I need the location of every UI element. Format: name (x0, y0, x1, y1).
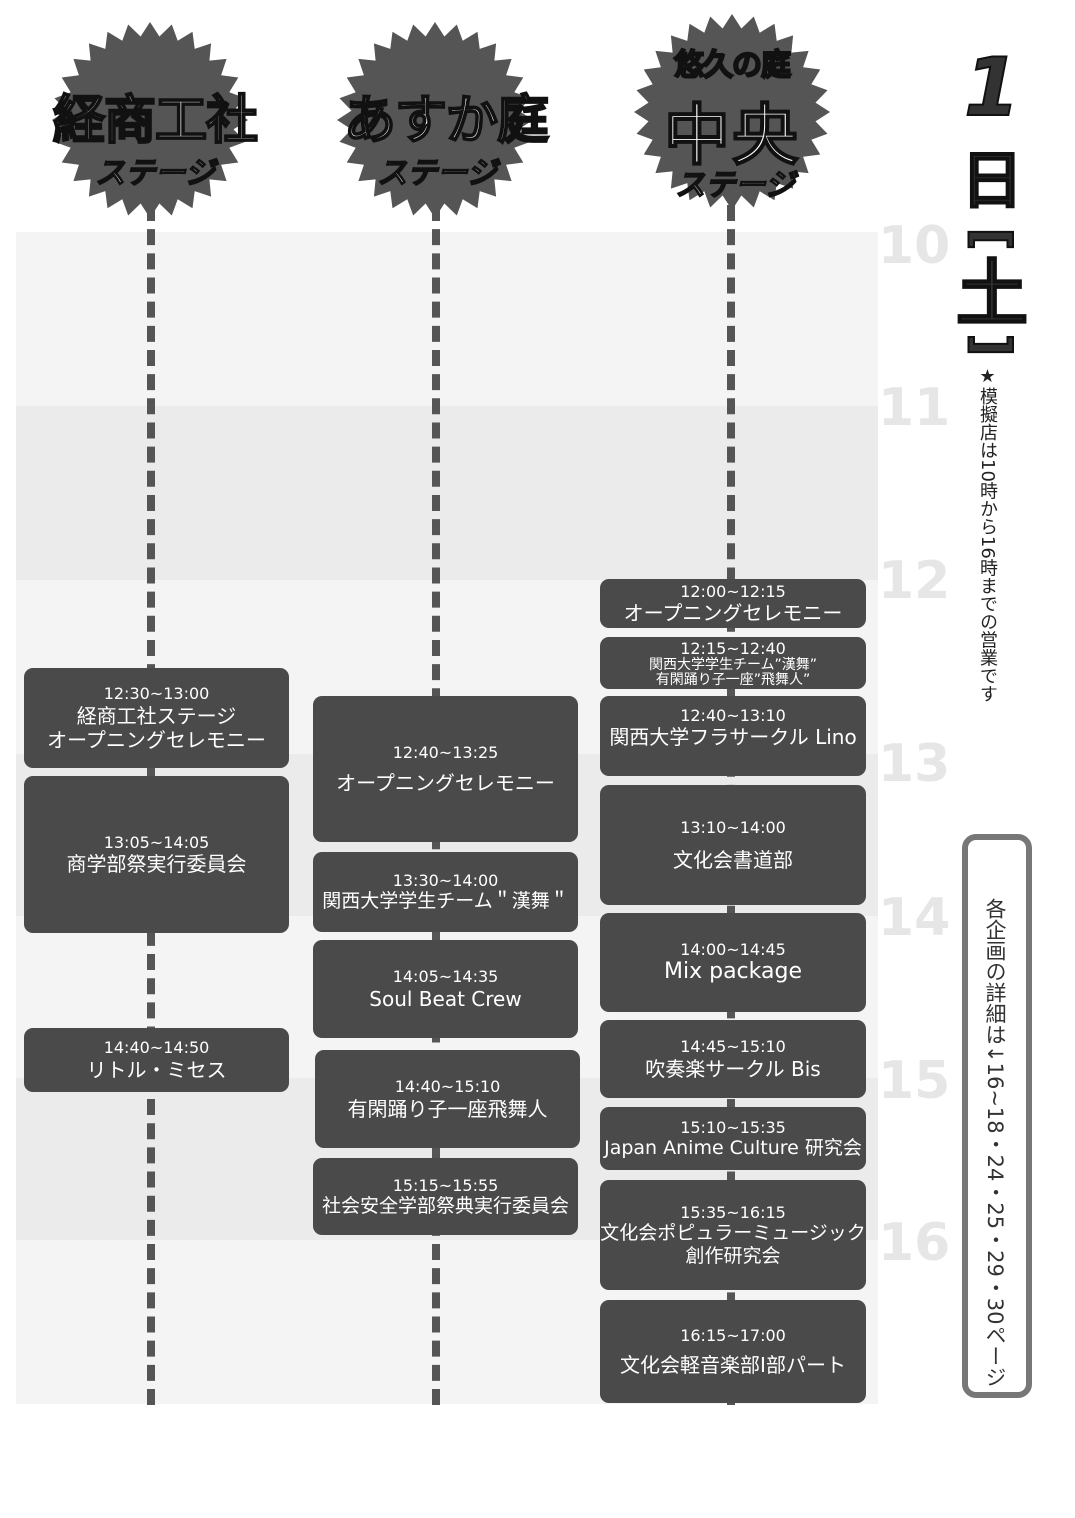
event-time: 14:45~15:10 (680, 1037, 786, 1057)
event-time: 13:05~14:05 (103, 832, 210, 852)
band-11 (16, 406, 878, 580)
event-time: 14:40~14:50 (103, 1038, 210, 1058)
event-name: 関西大学フラサークル Lino (609, 725, 857, 750)
event-keisho-opening: 12:30~13:00 経商工社ステージ オープニングセレモニー (24, 668, 289, 768)
hour-label-16: 16 (878, 1213, 951, 1273)
event-central-shodo: 13:10~14:00 文化会書道部 (600, 785, 866, 905)
event-time: 13:10~14:00 (680, 818, 786, 838)
event-time: 15:35~16:15 (680, 1202, 786, 1222)
hour-label-13: 13 (878, 734, 951, 794)
event-name: Japan Anime Culture 研究会 (604, 1136, 862, 1159)
event-time: 15:10~15:35 (680, 1117, 786, 1137)
event-time: 12:40~13:25 (392, 743, 499, 763)
info-box (962, 834, 1032, 1398)
stage-burst-central (634, 14, 830, 210)
day-kanji: 日 (960, 144, 1024, 217)
shop-hours-notice: ★模擬店は10時から16時までの営業です (977, 366, 998, 703)
event-time: 16:15~17:00 (680, 1325, 786, 1345)
event-keisho-little-misses: 14:40~14:50 リトル・ミセス (24, 1028, 289, 1092)
stage-subtitle-keisho: ステージ (95, 155, 216, 192)
event-asuka-tobumaijin: 14:40~15:10 有閑踊り子一座飛舞人 (315, 1050, 580, 1148)
event-name: 有閑踊り子一座飛舞人 (347, 1096, 548, 1121)
event-time: 14:05~14:35 (392, 967, 499, 987)
event-time: 13:30~14:00 (392, 871, 499, 890)
event-name-line2: 創作研究会 (685, 1244, 781, 1267)
event-asuka-soul-beat: 14:05~14:35 Soul Beat Crew (313, 940, 578, 1038)
event-asuka-shakai-anzen: 15:15~15:55 社会安全学部祭典実行委員会 (313, 1158, 578, 1235)
event-time: 12:30~13:00 (103, 684, 210, 704)
hour-label-12: 12 (878, 551, 951, 611)
band-10 (16, 232, 878, 406)
stage-subtitle-central: ステージ (675, 167, 796, 204)
hour-label-11: 11 (878, 378, 951, 438)
event-name: 商学部祭実行委員会 (66, 852, 247, 877)
stage-burst-keisho (52, 22, 248, 218)
event-time: 12:00~12:15 (680, 581, 786, 601)
event-name: リトル・ミセス (86, 1057, 227, 1082)
event-central-hula-lino: 12:40~13:10 関西大学フラサークル Lino (600, 696, 866, 776)
event-name: 関西大学学生チーム＂漢舞＂ (322, 890, 569, 913)
event-asuka-kanbu: 13:30~14:00 関西大学学生チーム＂漢舞＂ (313, 852, 578, 932)
hour-label-15: 15 (878, 1051, 951, 1111)
info-page-reference: 各企画の詳細は↓16~18・24・25・29・30ページ (983, 898, 1008, 1388)
event-name: Soul Beat Crew (369, 986, 522, 1011)
stage-title-central: 中央 (663, 96, 800, 175)
event-keisho-shogaku: 13:05~14:05 商学部祭実行委員会 (24, 776, 289, 933)
stage-burst-asuka (337, 22, 533, 218)
stage-subtitle-asuka: ステージ (377, 155, 498, 192)
event-name: 文化会ポピュラーミュージック (600, 1221, 866, 1244)
event-name-line2: オープニングセレモニー (47, 727, 266, 752)
event-name: 社会安全学部祭典実行委員会 (321, 1194, 569, 1217)
event-central-keionbu: 16:15~17:00 文化会軽音楽部Ⅰ部パート (600, 1300, 866, 1403)
stage-prefix-central: 悠久の庭 (673, 47, 792, 84)
hour-label-10: 10 (878, 216, 951, 276)
event-time: 14:00~14:45 (680, 939, 786, 959)
event-name: 経商工社ステージ (76, 703, 237, 728)
event-time: 14:40~15:10 (394, 1077, 501, 1097)
event-time: 12:40~13:10 (680, 706, 786, 725)
event-name: 吹奏楽サークル Bis (645, 1056, 821, 1081)
event-time: 15:15~15:55 (392, 1175, 499, 1195)
stage-title-asuka: あすか庭 (343, 90, 550, 152)
event-central-bis: 14:45~15:10 吹奏楽サークル Bis (600, 1020, 866, 1098)
day-weekday: 土 (955, 252, 1029, 336)
event-central-anime-culture: 15:10~15:35 Japan Anime Culture 研究会 (600, 1107, 866, 1170)
event-central-kanbu-tobumaijin: 12:15~12:40 関西大学学生チーム”漢舞” 有閑踊り子一座”飛舞人” (600, 637, 866, 689)
hour-label-14: 14 (878, 888, 951, 948)
event-central-popular-music: 15:35~16:15 文化会ポピュラーミュージック 創作研究会 (600, 1180, 866, 1290)
event-name: 文化会軽音楽部Ⅰ部パート (620, 1353, 846, 1378)
stage-title-keisho: 経商工社 (52, 90, 259, 152)
day-number: 1 (963, 41, 1021, 134)
event-name: 関西大学学生チーム”漢舞” (648, 656, 818, 673)
event-asuka-opening: 12:40~13:25 オープニングセレモニー (313, 696, 578, 842)
event-name: オープニングセレモニー (336, 770, 555, 795)
event-central-opening: 12:00~12:15 オープニングセレモニー (600, 579, 866, 628)
event-name: Mix package (664, 958, 802, 984)
event-central-mix-package: 14:00~14:45 Mix package (600, 913, 866, 1012)
event-time: 12:15~12:40 (680, 638, 786, 658)
event-name: 文化会書道部 (673, 847, 793, 872)
event-name: オープニングセレモニー (623, 601, 843, 626)
event-name-line2: 有閑踊り子一座”飛舞人” (655, 671, 811, 688)
